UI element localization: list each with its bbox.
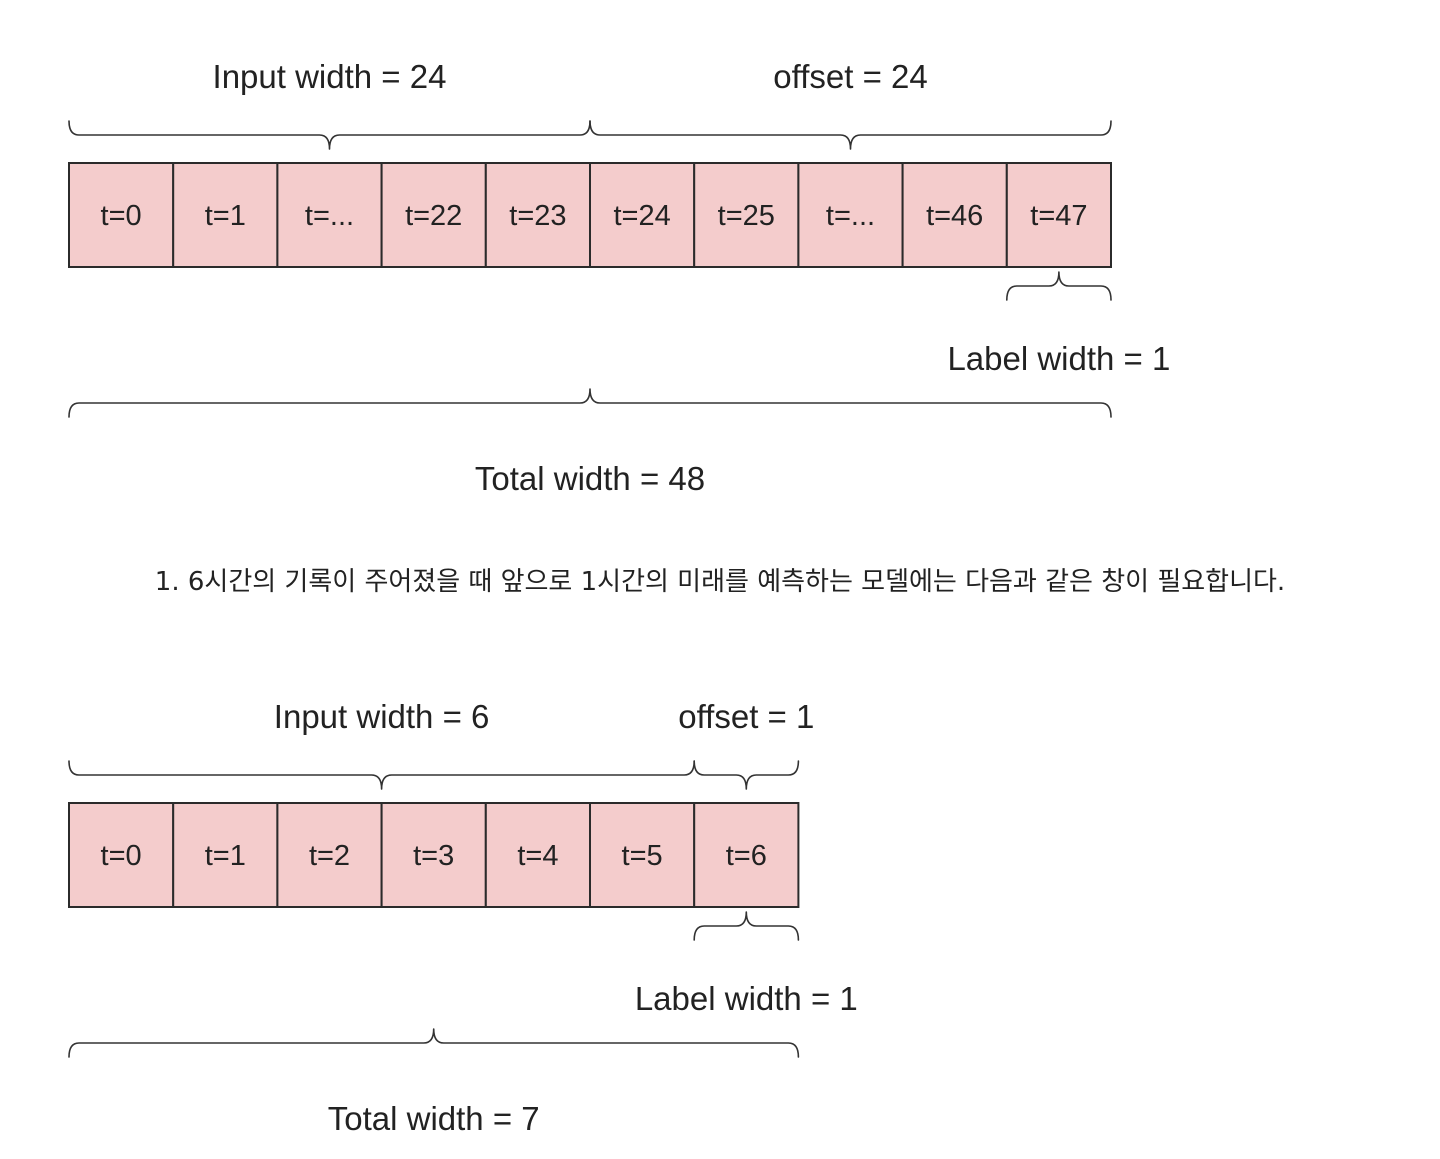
cell-label: t=22 [405,200,462,232]
label-width-brace [693,911,800,941]
time-step-cell: t=5 [589,802,696,908]
cell-box [693,162,800,268]
offset-label: offset = 24 [773,58,927,95]
cell-box [380,802,487,908]
offset-brace [693,760,800,790]
cell-label: t=1 [205,840,246,872]
time-step-cell: t=0 [68,162,175,268]
cell-label: t=5 [622,840,663,872]
label-width-label: Label width = 1 [635,980,858,1017]
time-step-cell: t=... [276,162,383,268]
time-step-cell: t=0 [68,802,175,908]
cell-label: t=2 [309,840,350,872]
time-step-cell: t=23 [484,162,591,268]
total-width-label: Total width = 7 [328,1100,540,1137]
cell-label: t=0 [101,840,142,872]
label-width-brace [1006,271,1112,301]
input-width-label: Input width = 24 [213,58,447,95]
window-diagram-48: t=0 t=1 t=... t=22 t=23 t=24 t=25 t=... t=46 t=47… [68,58,1170,497]
total-width-brace [68,388,1112,418]
cell-box [1005,162,1112,268]
cell-label: t=3 [413,840,454,872]
cell-box [901,162,1008,268]
input-width-brace [68,760,695,790]
time-step-cell: t=4 [484,802,591,908]
time-step-cell: t=2 [276,802,383,908]
cell-label: t=24 [613,200,670,232]
offset-brace [589,120,1112,150]
cell-label: t=... [305,200,354,232]
time-step-cell: t=46 [901,162,1008,268]
total-width-brace [68,1028,800,1058]
input-width-brace [68,120,591,150]
time-step-cell: t=1 [172,162,279,268]
cell-box [172,802,279,908]
cell-label: t=1 [205,200,246,232]
cell-label: t=47 [1030,200,1087,232]
caption-text: 1. 6시간의 기록이 주어졌을 때 앞으로 1시간의 미래를 예측하는 모델에… [154,567,1286,597]
cell-box [693,802,800,908]
time-step-cell: t=47 [1005,162,1112,268]
cell-label: t=6 [726,840,767,872]
offset-label: offset = 1 [678,698,814,735]
cell-box [589,162,696,268]
input-width-label: Input width = 6 [274,698,490,735]
cell-label: t=23 [509,200,566,232]
time-step-cell: t=22 [380,162,487,268]
time-step-cell: t=3 [380,802,487,908]
cell-label: t=46 [926,200,983,232]
cell-box [172,162,279,268]
cell-box [276,802,383,908]
label-width-label: Label width = 1 [947,340,1170,377]
time-step-cell: t=6 [693,802,800,908]
cell-box [797,162,904,268]
cell-box [68,162,175,268]
total-width-label: Total width = 48 [475,460,705,497]
window-diagram-7: t=0 t=1 t=2 t=3 t=4 t=5 t=6 Input width = 6 offs… [68,698,858,1137]
cell-label: t=... [826,200,875,232]
time-step-cell: t=... [797,162,904,268]
cell-box [484,162,591,268]
time-step-cell: t=24 [589,162,696,268]
time-step-cell: t=1 [172,802,279,908]
cell-box [589,802,696,908]
time-step-cell: t=25 [693,162,800,268]
cell-label: t=0 [101,200,142,232]
cell-label: t=25 [718,200,775,232]
cell-box [276,162,383,268]
cell-label: t=4 [517,840,558,872]
